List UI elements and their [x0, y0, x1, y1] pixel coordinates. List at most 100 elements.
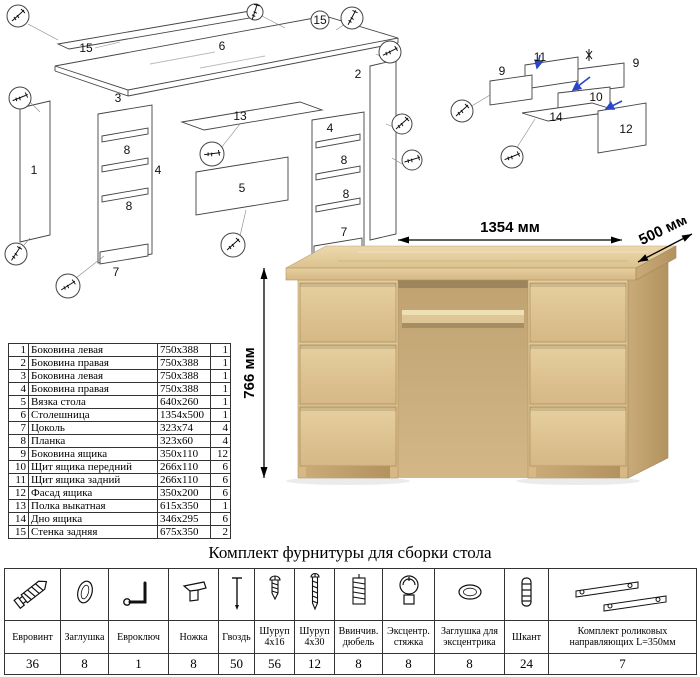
hardware-icon-cell [548, 568, 697, 621]
parts-cell-num: 14 [8, 512, 29, 526]
parts-cell-size: 750x388 [157, 382, 211, 396]
hardware-icon-cell [382, 568, 435, 621]
parts-cell-qty: 1 [210, 369, 231, 383]
part-number-label: 1 [31, 163, 38, 177]
hardware-name: Евроключ [108, 620, 169, 654]
hardware-qty: 8 [168, 653, 219, 675]
parts-cell-name: Планка [28, 434, 158, 448]
parts-cell-size: 1354x500 [157, 408, 211, 422]
parts-cell-qty: 12 [210, 447, 231, 461]
cam-cover-icon [450, 570, 490, 620]
hardware-qty: 56 [254, 653, 295, 675]
parts-cell-size: 750x388 [157, 343, 211, 357]
drawer-leader-lines [469, 94, 536, 150]
parts-cell-qty: 1 [210, 408, 231, 422]
parts-cell-qty: 6 [210, 512, 231, 526]
keyboard-tray [402, 310, 524, 315]
parts-cell-size: 323x74 [157, 421, 211, 435]
parts-cell-num: 6 [8, 408, 29, 422]
parts-cell-size: 323x60 [157, 434, 211, 448]
part-number-label: 7 [113, 265, 120, 279]
part-number-label: 9 [633, 56, 640, 70]
hardware-qty: 7 [548, 653, 697, 675]
drawer-front [529, 344, 627, 405]
parts-cell-name: Столешница [28, 408, 158, 422]
parts-cell-num: 11 [8, 473, 29, 487]
parts-cell-name: Стенка задняя [28, 525, 158, 539]
part-number-label: 8 [343, 187, 350, 201]
hardware-name: Гвоздь [218, 620, 255, 654]
hardware-name: Заглушка для эксцентрика [434, 620, 505, 654]
roller-guides-icon [568, 570, 678, 620]
hardware-qty: 8 [334, 653, 383, 675]
hardware-icon-cell [60, 568, 109, 621]
parts-cell-name: Боковина правая [28, 382, 158, 396]
screw-4x30-icon [301, 570, 329, 620]
parts-cell-size: 750x388 [157, 356, 211, 370]
width-dimension: 1354 мм [398, 219, 622, 244]
hardware-name: Комплект роликовых направляющих L=350мм [548, 620, 697, 654]
parts-cell-num: 12 [8, 486, 29, 500]
parts-cell-num: 1 [8, 343, 29, 357]
part-number-label: 4 [155, 163, 162, 177]
asterisk-mark [585, 49, 593, 61]
right-pedestal-shadow [516, 477, 640, 485]
parts-cell-num: 3 [8, 369, 29, 383]
right-plinth [536, 466, 620, 478]
part-number-label: 15 [313, 13, 327, 27]
part-number-label: 8 [341, 153, 348, 167]
screw-4x16-icon [261, 570, 289, 620]
parts-cell-qty: 2 [210, 525, 231, 539]
part-number-label: 12 [619, 122, 633, 136]
parts-cell-name: Боковина левая [28, 343, 158, 357]
parts-cell-size: 266x110 [157, 473, 211, 487]
parts-cell-name: Цоколь [28, 421, 158, 435]
hardware-name: Шуруп 4x30 [294, 620, 335, 654]
hardware-icon-cell [168, 568, 219, 621]
depth-dimension-label: 500 мм [636, 218, 690, 249]
hardware-icon-cell [504, 568, 549, 621]
left-plinth [306, 466, 390, 478]
part-number-label: 8 [124, 143, 131, 157]
parts-cell-size: 266x110 [157, 460, 211, 474]
parts-cell-size: 615x350 [157, 499, 211, 513]
eurokey-icon [117, 570, 161, 620]
width-dimension-label: 1354 мм [480, 219, 540, 236]
hardware-qty: 24 [504, 653, 549, 675]
parts-cell-size: 346x295 [157, 512, 211, 526]
hardware-qty: 8 [382, 653, 435, 675]
parts-cell-num: 8 [8, 434, 29, 448]
parts-cell-size: 350x200 [157, 486, 211, 500]
parts-cell-name: Щит ящика передний [28, 460, 158, 474]
hardware-icon-cell [254, 568, 295, 621]
drawer-front [529, 406, 627, 467]
parts-cell-num: 2 [8, 356, 29, 370]
parts-cell-num: 4 [8, 382, 29, 396]
height-dimension-label: 766 мм [241, 347, 258, 398]
plug-icon [65, 570, 105, 620]
parts-cell-qty: 1 [210, 343, 231, 357]
parts-cell-num: 10 [8, 460, 29, 474]
part-number-label: 9 [499, 64, 506, 78]
part-number-label: 8 [126, 199, 133, 213]
part-number-label: 10 [589, 90, 603, 104]
hardware-icons-row [4, 568, 697, 621]
parts-cell-name: Щит ящика задний [28, 473, 158, 487]
drawer-front [529, 282, 627, 343]
parts-cell-size: 640x260 [157, 395, 211, 409]
part-number-label: 6 [219, 39, 226, 53]
